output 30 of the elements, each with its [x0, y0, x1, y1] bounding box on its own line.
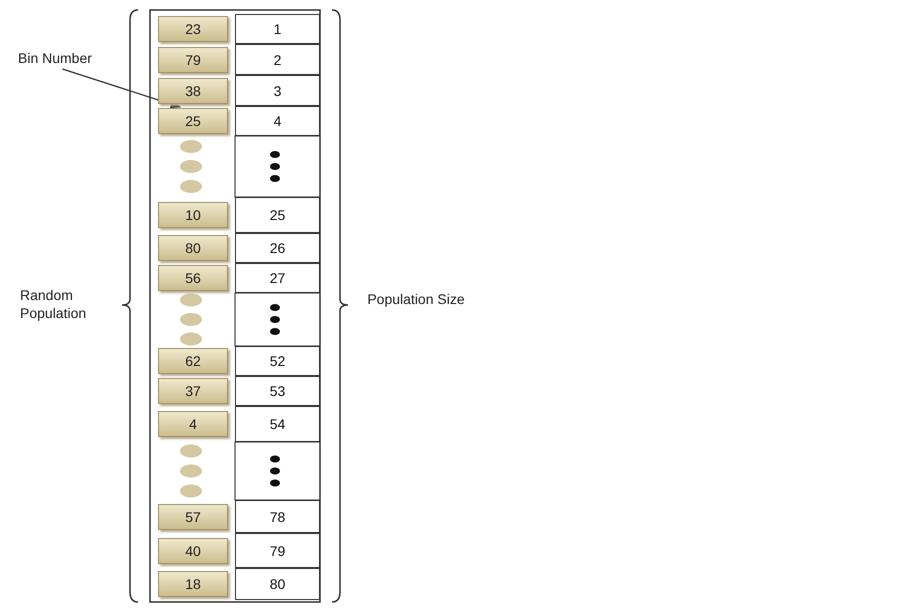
row-number: 4 [235, 106, 320, 136]
row-number: 26 [235, 233, 320, 263]
row-number: 53 [235, 376, 320, 406]
row-number: 78 [235, 500, 320, 533]
row-number: 3 [235, 75, 320, 106]
row-number: 52 [235, 346, 320, 376]
row-number: 54 [235, 406, 320, 442]
bin-number-tile: 37 [158, 378, 228, 404]
row-number: 80 [235, 568, 320, 600]
bin-number-tile: 80 [158, 235, 228, 261]
axis-label: Random Population [20, 286, 88, 322]
axis-label: Population Size [366, 290, 466, 308]
row-number: 27 [235, 263, 320, 293]
row-number: 2 [235, 44, 320, 75]
bin-number-tile: 62 [158, 348, 228, 374]
bin-number-tile: 4 [158, 411, 228, 437]
row-number: 79 [235, 533, 320, 568]
bin-number-tile: 38 [158, 78, 228, 104]
row-number: 1 [235, 14, 320, 44]
bin-number-tile: 25 [158, 108, 228, 134]
bin-number-tile: 10 [158, 202, 228, 228]
leader-arrow [62, 68, 181, 108]
bin-number-tile: 18 [158, 571, 228, 597]
bin-number-tile: 23 [158, 16, 228, 42]
callout-label: Bin Number [18, 49, 92, 67]
row-number: 25 [235, 197, 320, 233]
bin-number-tile: 79 [158, 46, 228, 72]
bin-number-tile: 40 [158, 538, 228, 564]
bin-number-tile: 57 [158, 504, 228, 530]
bin-number-tile: 56 [158, 265, 228, 291]
